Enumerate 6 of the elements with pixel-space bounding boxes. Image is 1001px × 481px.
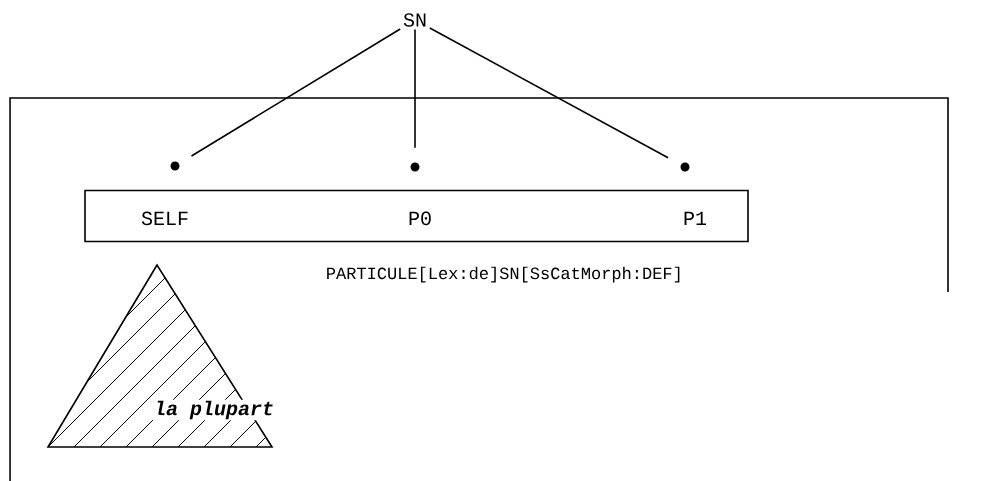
feature-label: PARTICULE[Lex:de]SN[SsCatMorph:DEF] [327, 266, 680, 283]
tree-branch [414, 28, 416, 149]
label-box: SELF P0 P1 [84, 189, 749, 243]
tree-branch [429, 27, 669, 159]
tree-label: SN [403, 13, 426, 27]
tree-branch [190, 28, 401, 157]
